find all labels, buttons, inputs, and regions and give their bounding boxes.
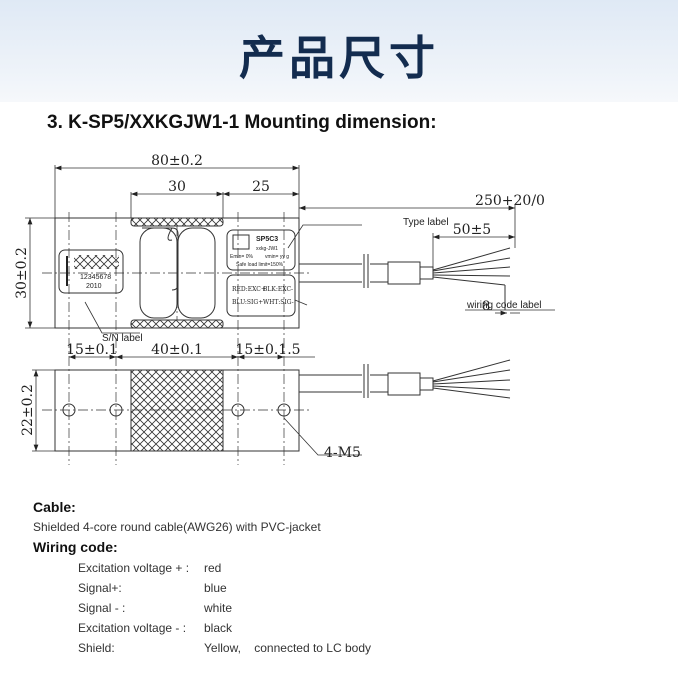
dim-25: 25 [252, 179, 270, 195]
wiring-value: black [204, 621, 233, 635]
model-text: SP5C3 [256, 236, 278, 243]
barcode-icon [66, 255, 119, 286]
wiring-label-box [226, 274, 296, 317]
wire-blu: BLU:SIG+ [232, 299, 263, 306]
holes-label: 4-M5 [324, 445, 361, 461]
dim-15a: 15±0.1 [66, 342, 118, 358]
type-label-callout: Type label [403, 217, 449, 228]
model-sub: xxkg-JW1 [256, 246, 278, 252]
wiring-heading: Wiring code: [33, 539, 118, 555]
dim-strip: 50±5 [453, 222, 491, 238]
sn-number: 12345678 [80, 274, 111, 281]
wiring-value: Yellow, connected to LC body [204, 641, 372, 655]
wire-red: RED:EXC+ [232, 286, 266, 293]
dim-15b: 15±0.1.5 [235, 342, 300, 358]
sn-label-callout: S/N label [102, 333, 143, 344]
dim-30: 30 [168, 179, 186, 195]
wiring-label: Excitation voltage - : [78, 621, 187, 635]
vmin-text: vmin= yy g [265, 254, 289, 260]
safe-load-text: Safe load limit=150% [236, 262, 284, 268]
wiring-value: blue [204, 581, 227, 595]
wire-wht: WHT:SIG- [263, 299, 294, 306]
dim-40: 40±0.1 [151, 342, 203, 358]
wiring-label-callout: wiring code label [466, 300, 542, 311]
sn-year: 2010 [86, 283, 102, 290]
emin-text: Emin= 0% [230, 254, 253, 260]
cable-top [299, 247, 511, 310]
sn-label-box [58, 249, 124, 294]
wire-blk: BLK:EXC- [263, 286, 293, 293]
wiring-label: Signal - : [78, 601, 126, 615]
dim-cable: 250+20/0 [475, 193, 545, 209]
header-banner: 产品尺寸 [0, 0, 678, 102]
type-label-box [226, 229, 296, 271]
cable-description: Shielded 4-core round cable(AWG26) with … [33, 520, 321, 534]
cable-heading: Cable: [33, 499, 76, 515]
dim-width: 30±0.2 [14, 247, 30, 299]
wiring-label: Signal+: [78, 581, 122, 595]
wiring-label: Shield: [78, 641, 115, 655]
section-title: 3. K-SP5/XXKGJW1-1 Mounting dimension: [47, 112, 437, 133]
dim-length: 80±0.2 [151, 153, 203, 169]
cable-side [299, 359, 511, 399]
wiring-value: red [204, 561, 222, 575]
mounting-drawing: 80±0.2 30 25 250+20/0 50±5 8 30±0.2 22±0… [14, 153, 555, 465]
wiring-label: Excitation voltage + : [78, 561, 190, 575]
wiring-value: white [204, 601, 233, 615]
dim-8: 8 [482, 299, 490, 314]
page-title: 产品尺寸 [239, 31, 439, 85]
dim-height: 22±0.2 [20, 384, 36, 436]
